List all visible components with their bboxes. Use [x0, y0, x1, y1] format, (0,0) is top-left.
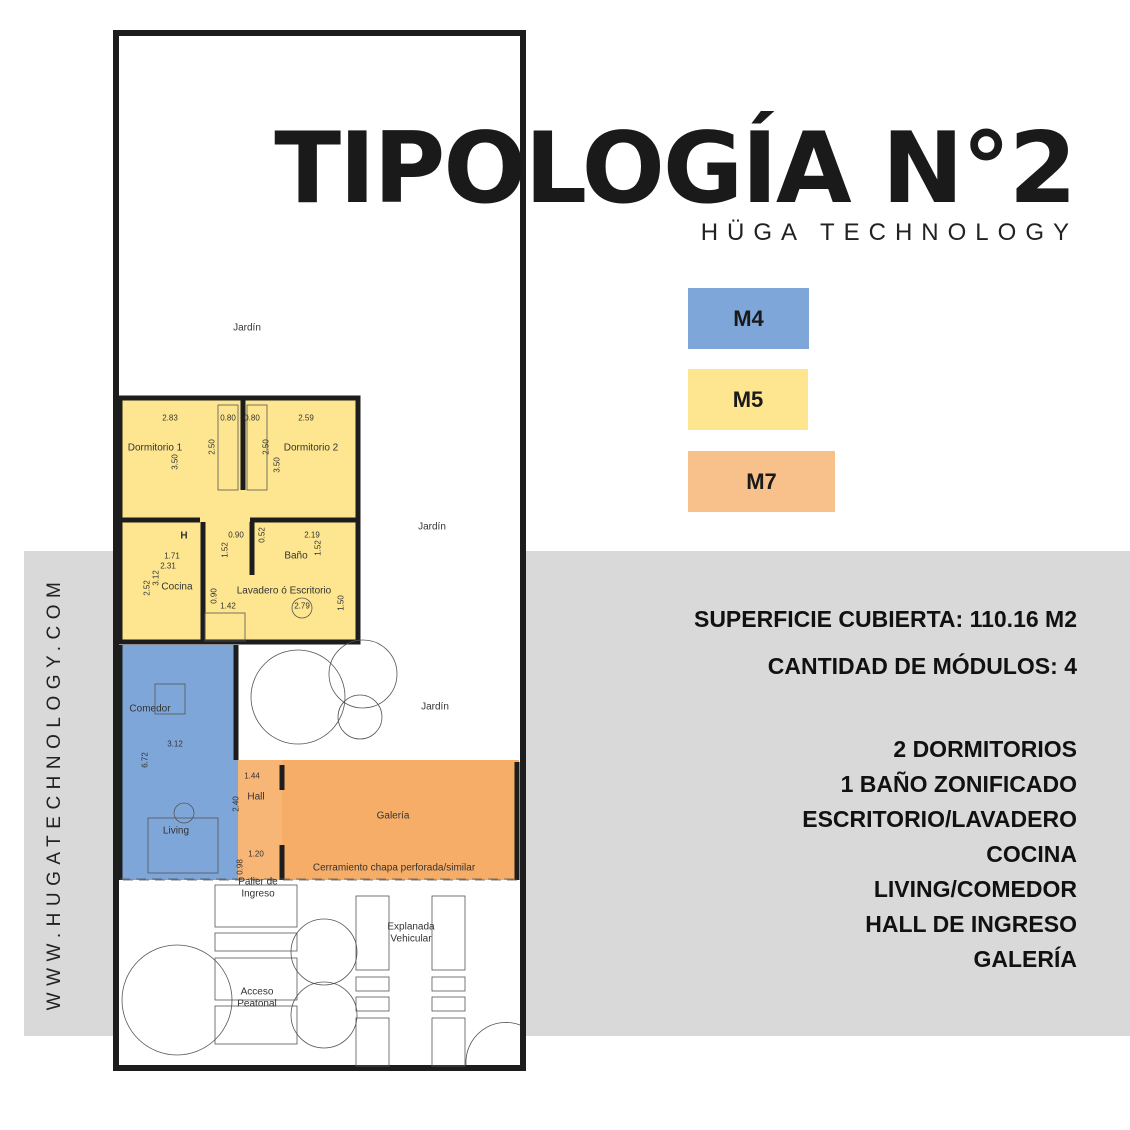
legend-label: M4: [733, 305, 764, 331]
room-hall: Hall: [247, 791, 265, 803]
dimension: 2.52: [142, 580, 152, 596]
dimension: 2.31: [160, 561, 176, 571]
room-comedor: Comedor: [129, 703, 171, 715]
dimension: 0.90: [228, 530, 244, 540]
dimension: 1.44: [244, 771, 260, 781]
feature-item: 1 BAÑO ZONIFICADO: [840, 771, 1077, 797]
room-h: H: [180, 530, 188, 542]
zone-m7-hall: [238, 760, 282, 880]
feature-item: ESCRITORIO/LAVADERO: [802, 806, 1077, 832]
dimension: 0.80: [244, 413, 260, 423]
dimension: 2.40: [231, 796, 241, 812]
dimension: 2.79: [294, 601, 310, 611]
legend-m7: M7: [688, 451, 835, 512]
dimension: 2.50: [261, 439, 271, 455]
website-url: WWW.HUGATECHNOLOGY.COM: [44, 575, 65, 1011]
dimension: 3.12: [151, 570, 161, 586]
room-galeria: Galería: [376, 810, 410, 822]
room-acceso: Acceso Peatonal: [237, 986, 277, 1010]
room-cocina: Cocina: [161, 581, 193, 593]
legend-label: M5: [732, 386, 764, 412]
dimension: 2.59: [298, 413, 314, 423]
dimension: 3.12: [167, 739, 183, 749]
zone-m4: [120, 645, 238, 880]
room-dormitorio-1: Dormitorio 1: [127, 442, 183, 454]
legend-m4: M4: [688, 288, 809, 349]
room-explanada: Explanada Vehicular: [387, 921, 435, 945]
feature-item: HALL DE INGRESO: [865, 911, 1077, 937]
dimension: 2.19: [304, 530, 320, 540]
feature-item: 2 DORMITORIOS: [893, 736, 1077, 762]
room-jardin-low: Jardín: [421, 701, 449, 713]
room-jardin-mid: Jardín: [418, 521, 446, 533]
feature-item: GALERÍA: [973, 946, 1078, 972]
dimension: 1.50: [336, 595, 346, 611]
room-dormitorio-2: Dormitorio 2: [283, 442, 339, 454]
legend-m5: M5: [688, 369, 808, 430]
page-title: TIPOLOGÍA N°2: [274, 112, 1077, 226]
feature-item: COCINA: [986, 841, 1077, 867]
dimension: 1.42: [220, 601, 236, 611]
dimension: 6.72: [140, 752, 150, 768]
feature-item: LIVING/COMEDOR: [873, 876, 1077, 902]
dimension: 1.71: [164, 551, 180, 561]
dimension: 3.50: [170, 454, 180, 470]
dimension: 0.98: [235, 859, 245, 875]
dimension: 2.83: [162, 413, 178, 423]
dimension: 2.50: [207, 439, 217, 455]
dimension: 1.20: [248, 849, 264, 859]
room-lavadero: Lavadero ó Escritorio: [236, 585, 332, 597]
cantidad-modulos: CANTIDAD DE MÓDULOS: 4: [767, 653, 1077, 679]
room-palier: Palier de Ingreso: [238, 876, 278, 900]
room-fills: [120, 398, 519, 880]
superficie-cubierta: SUPERFICIE CUBIERTA: 110.16 M2: [693, 606, 1077, 632]
dimension: 0.52: [257, 527, 267, 543]
legend-label: M7: [746, 468, 777, 494]
walls: [117, 395, 520, 880]
room-cerramiento: Cerramiento chapa perforada/similar: [312, 862, 476, 874]
room-bano: Baño: [284, 550, 308, 562]
dimension: 1.52: [220, 542, 230, 558]
dimension: 1.52: [313, 540, 323, 556]
dimension: 0.90: [209, 588, 219, 604]
dimension: 3.50: [272, 457, 282, 473]
room-living: Living: [162, 825, 190, 837]
zone-m7-galeria: [282, 760, 519, 880]
room-jardin-top: Jardín: [233, 322, 261, 334]
plan-details: [119, 404, 521, 1067]
dimension: 0.80: [220, 413, 236, 423]
brand-subtitle: HÜGA TECHNOLOGY: [700, 219, 1078, 246]
